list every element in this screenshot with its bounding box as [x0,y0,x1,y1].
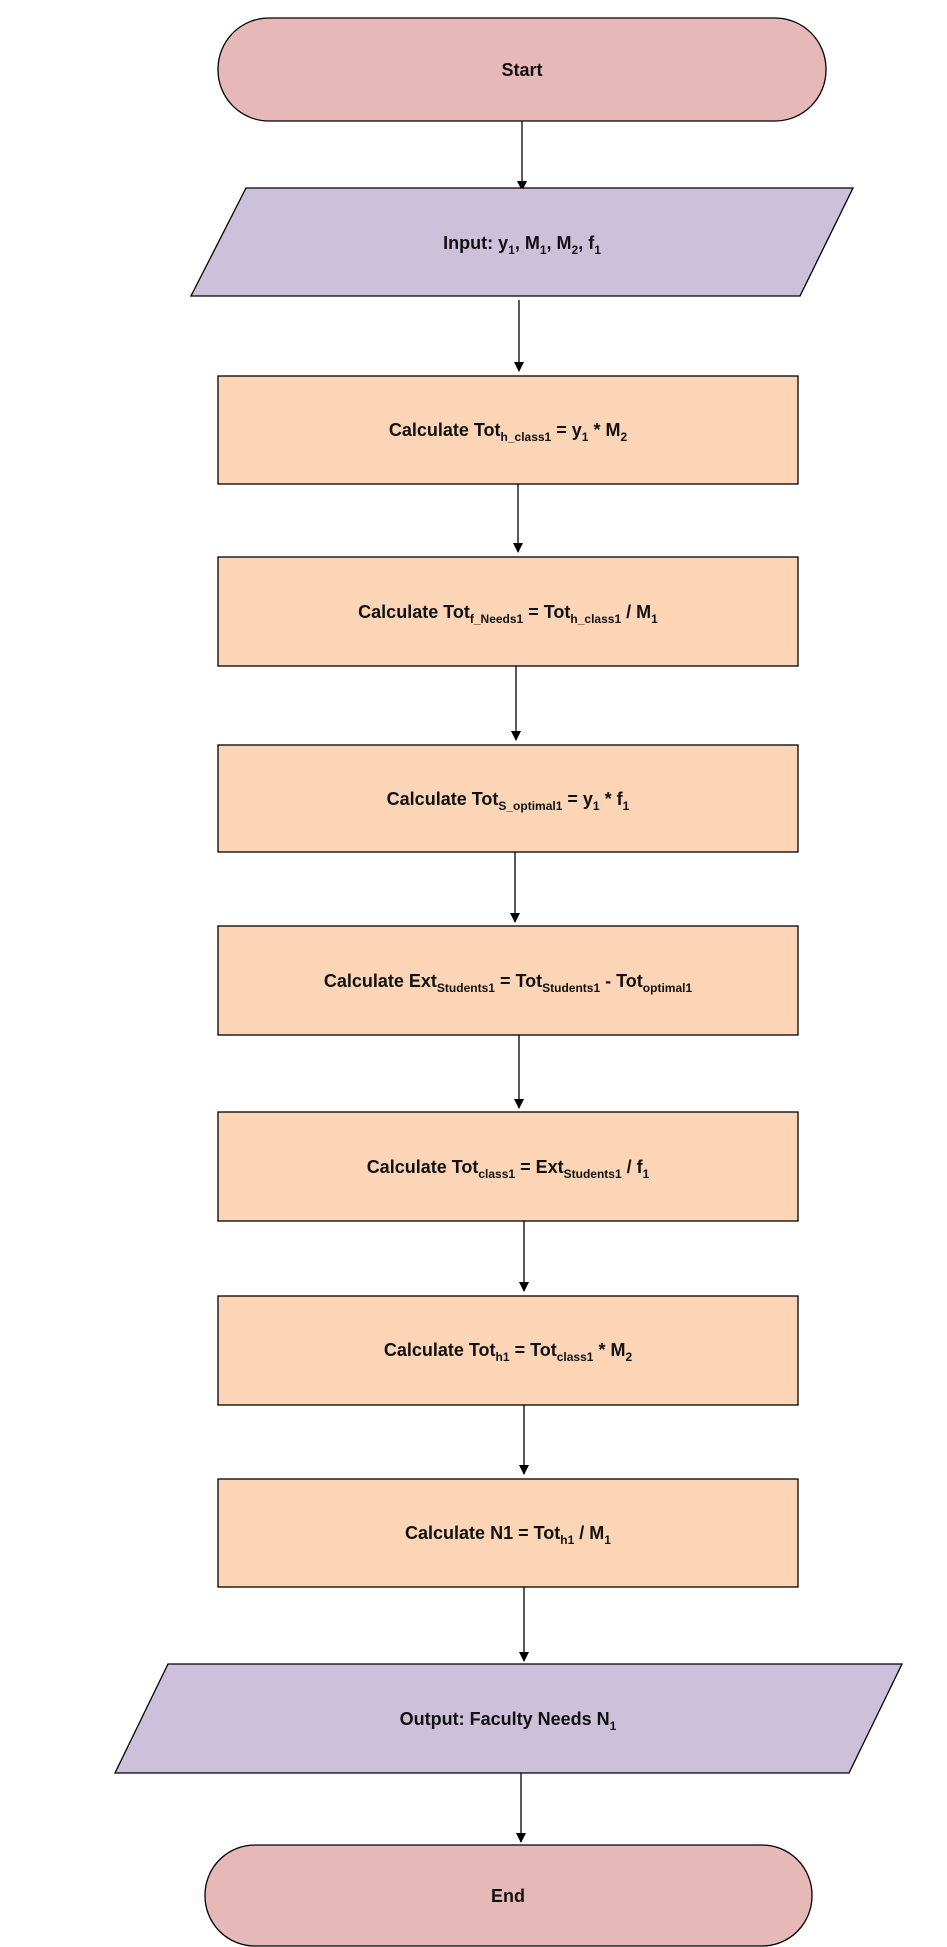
svg-text:Calculate Toth_class1 = y1 * M: Calculate Toth_class1 = y1 * M2 [389,420,628,444]
input-label-prefix: Input: y [443,233,508,253]
svg-text:Calculate Toth1 = Totclass1 *: Calculate Toth1 = Totclass1 * M2 [384,1340,633,1364]
step1-sub-2: 2 [620,430,627,444]
step3-text-2: * f [600,789,624,809]
step1-text-1: = y [551,420,582,440]
svg-text:Calculate N1 = Toth1 / M1: Calculate N1 = Toth1 / M1 [405,1523,611,1547]
svg-text:Calculate ExtStudents1 = TotSt: Calculate ExtStudents1 = TotStudents1 - … [324,971,693,995]
step2-sub-0: f_Needs1 [470,612,524,626]
step4-process-shape [217,925,799,1036]
start-label: Start [501,60,542,80]
step5-process-shape [217,1111,799,1222]
step1-text-2: * M [588,420,620,440]
end-node: End [204,1844,813,1947]
step6-sub-0: h1 [496,1350,510,1364]
step4-sub-0: Students1 [437,981,495,995]
step6-sub-1: class1 [557,1350,594,1364]
step6-process-shape [217,1295,799,1406]
step6-text-0: Calculate Tot [384,1340,496,1360]
output-node: Output: Faculty Needs N1 [113,1663,904,1774]
input-sub-2: 1 [540,243,547,257]
input-sub-4: 1 [594,243,601,257]
step5-text-2: / f [622,1157,644,1177]
end-label: End [491,1886,525,1906]
step2-node: Calculate Totf_Needs1 = Toth_class1 / M1 [217,556,799,667]
step5-sub-1: Students1 [564,1167,622,1181]
step2-sub-1: h_class1 [570,612,621,626]
step1-node: Calculate Toth_class1 = y1 * M2 [217,375,799,485]
svg-text:Calculate Totclass1 = ExtStude: Calculate Totclass1 = ExtStudents1 / f1 [367,1157,650,1181]
step6-sub-2: 2 [625,1350,632,1364]
svg-text:Calculate TotS_optimal1 = y1 *: Calculate TotS_optimal1 = y1 * f1 [387,789,630,813]
svg-text:Input: y1, M1, M2, f1: Input: y1, M1, M2, f1 [443,233,601,257]
step6-text-1: = Tot [510,1340,557,1360]
step1-sub-0: h_class1 [501,430,552,444]
step1-process-shape [217,375,799,485]
step1-sub-1: 1 [582,430,589,444]
output-sub-0: 1 [610,1719,617,1733]
step4-text-2: - Tot [600,971,643,991]
step2-text-1: = Tot [523,602,570,622]
step3-sub-1: 1 [593,799,600,813]
end-terminal-shape [204,1844,813,1947]
input-io-shape [189,187,855,297]
step7-process-shape [217,1478,799,1588]
input-text-3: , f [578,233,595,253]
step5-sub-0: class1 [478,1167,515,1181]
input-text-2: , M [547,233,572,253]
svg-text:Output: Faculty Needs N1: Output: Faculty Needs N1 [400,1709,617,1733]
step6-node: Calculate Toth1 = Totclass1 * M2 [217,1295,799,1406]
svg-text:Start: Start [501,60,542,80]
step3-text-0: Calculate Tot [387,789,499,809]
step3-process-shape [217,744,799,853]
step5-node: Calculate Totclass1 = ExtStudents1 / f1 [217,1111,799,1222]
step4-node: Calculate ExtStudents1 = TotStudents1 - … [217,925,799,1036]
step4-sub-2: optimal1 [643,981,693,995]
start-node: Start [217,17,827,122]
step5-text-1: = Ext [515,1157,564,1177]
step5-sub-2: 1 [643,1167,650,1181]
step4-text-1: = Tot [495,971,542,991]
step2-text-2: / M [621,602,651,622]
step7-text-0: Calculate N1 = Tot [405,1523,560,1543]
step3-sub-2: 1 [623,799,630,813]
step1-text-0: Calculate Tot [389,420,501,440]
step5-text-0: Calculate Tot [367,1157,479,1177]
connectors [510,121,529,1843]
input-sub-1: 1 [508,243,515,257]
output-io-shape [113,1663,904,1774]
step4-sub-1: Students1 [542,981,600,995]
step7-node: Calculate N1 = Toth1 / M1 [217,1478,799,1588]
step6-text-2: * M [593,1340,625,1360]
step7-text-1: / M [574,1523,604,1543]
step2-sub-2: 1 [651,612,658,626]
step3-sub-0: S_optimal1 [498,799,562,813]
step7-sub-0: h1 [560,1533,574,1547]
step3-text-1: = y [562,789,593,809]
output-text-0: Output: Faculty Needs N [400,1709,610,1729]
step2-text-0: Calculate Tot [358,602,470,622]
step2-process-shape [217,556,799,667]
input-sub-3: 2 [572,243,579,257]
step3-node: Calculate TotS_optimal1 = y1 * f1 [217,744,799,853]
start-terminal-shape [217,17,827,122]
svg-text:End: End [491,1886,525,1906]
input-text-1: , M [515,233,540,253]
step4-text-0: Calculate Ext [324,971,437,991]
step7-sub-1: 1 [604,1533,611,1547]
svg-text:Calculate Totf_Needs1 = Toth_c: Calculate Totf_Needs1 = Toth_class1 / M1 [358,602,658,626]
input-node: Input: y1, M1, M2, f1 [189,187,855,297]
